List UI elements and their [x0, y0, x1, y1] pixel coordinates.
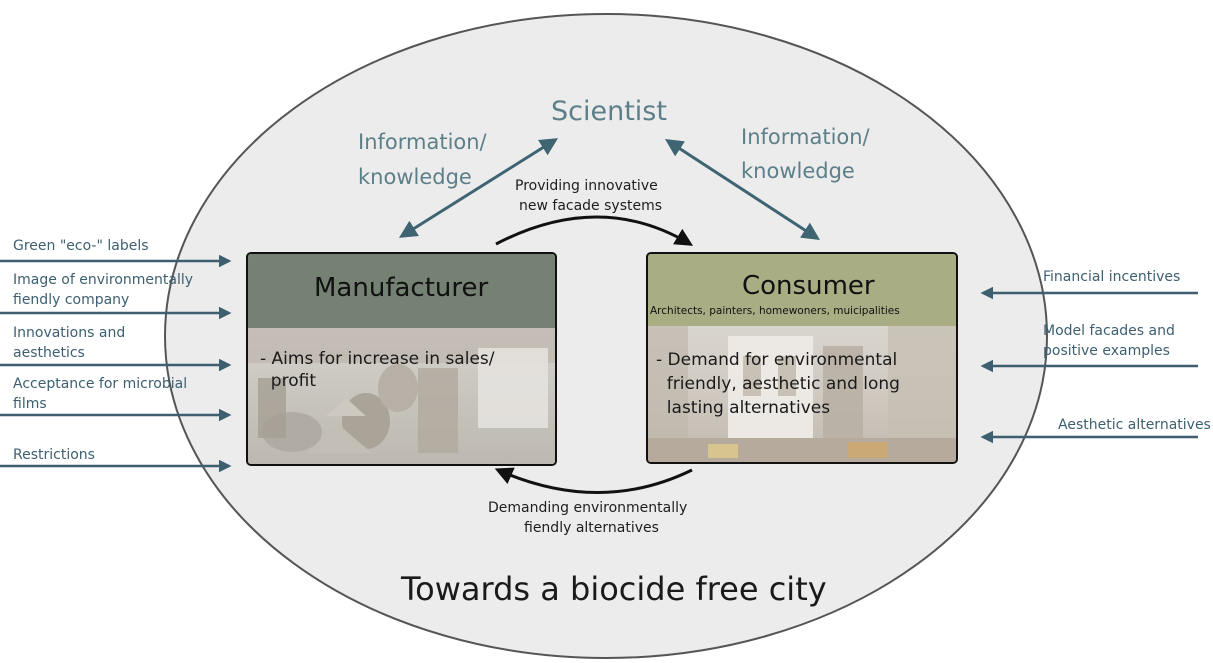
providing-label-2: new facade systems: [519, 198, 663, 214]
manufacturer-header: [248, 254, 555, 328]
scientist-title: Scientist: [551, 96, 667, 127]
right-input-label-1: Financial incentives: [1043, 269, 1181, 285]
info-label-left-1: Information/: [358, 130, 487, 154]
consumer-subtitle: Architects, painters, homewoners, muicip…: [650, 305, 900, 317]
right-input-label-3: Aesthetic alternatives: [1058, 417, 1211, 433]
consumer-body-3: lasting alternatives: [656, 398, 831, 418]
left-input-label-2b: fiendly company: [13, 292, 130, 308]
left-input-label-1: Green "eco-" labels: [13, 238, 149, 254]
manufacturer-body-2: profit: [260, 371, 316, 391]
right-input-label-2a: Model facades and: [1043, 323, 1175, 339]
manufacturer-box: Manufacturer - Aims for increase in sale…: [246, 252, 557, 466]
info-label-right-1: Information/: [741, 125, 870, 149]
info-arrow-left: [398, 138, 559, 238]
demanding-label-2: fiendly alternatives: [524, 520, 659, 536]
info-label-left-2: knowledge: [358, 165, 472, 189]
info-arrow-right: [664, 139, 821, 240]
consumer-box: Consumer Architects, painters, homewoner…: [646, 252, 958, 464]
providing-arrow: [495, 215, 694, 246]
consumer-body-2: friendly, aesthetic and long: [656, 374, 900, 394]
manufacturer-title: Manufacturer: [314, 273, 489, 303]
left-input-label-2a: Image of environmentally: [13, 272, 194, 288]
right-input-label-2b: positive examples: [1043, 343, 1170, 359]
manufacturer-photo-shapes: [248, 328, 555, 453]
manufacturer-body-1: - Aims for increase in sales/: [260, 349, 495, 369]
demanding-label-1: Demanding environmentally: [488, 500, 688, 516]
left-input-label-3a: Innovations and: [13, 325, 126, 341]
left-input-label-3b: aesthetics: [13, 345, 85, 361]
info-label-right-2: knowledge: [741, 159, 855, 183]
consumer-header: [648, 254, 956, 326]
consumer-photo-shapes: [648, 326, 956, 462]
city-ellipse: [164, 13, 1048, 659]
consumer-photo: [648, 326, 956, 462]
providing-label-1: Providing innovative: [515, 178, 658, 194]
demanding-arrow: [494, 467, 693, 494]
diagram-footer-title: Towards a biocide free city: [401, 570, 827, 608]
consumer-body-1: - Demand for environmental: [656, 350, 898, 370]
left-input-label-4a: Acceptance for microbial: [13, 376, 188, 392]
manufacturer-photo: [248, 328, 555, 464]
left-input-label-5: Restrictions: [13, 447, 95, 463]
left-input-label-4b: films: [13, 396, 47, 412]
consumer-title: Consumer: [742, 271, 875, 301]
